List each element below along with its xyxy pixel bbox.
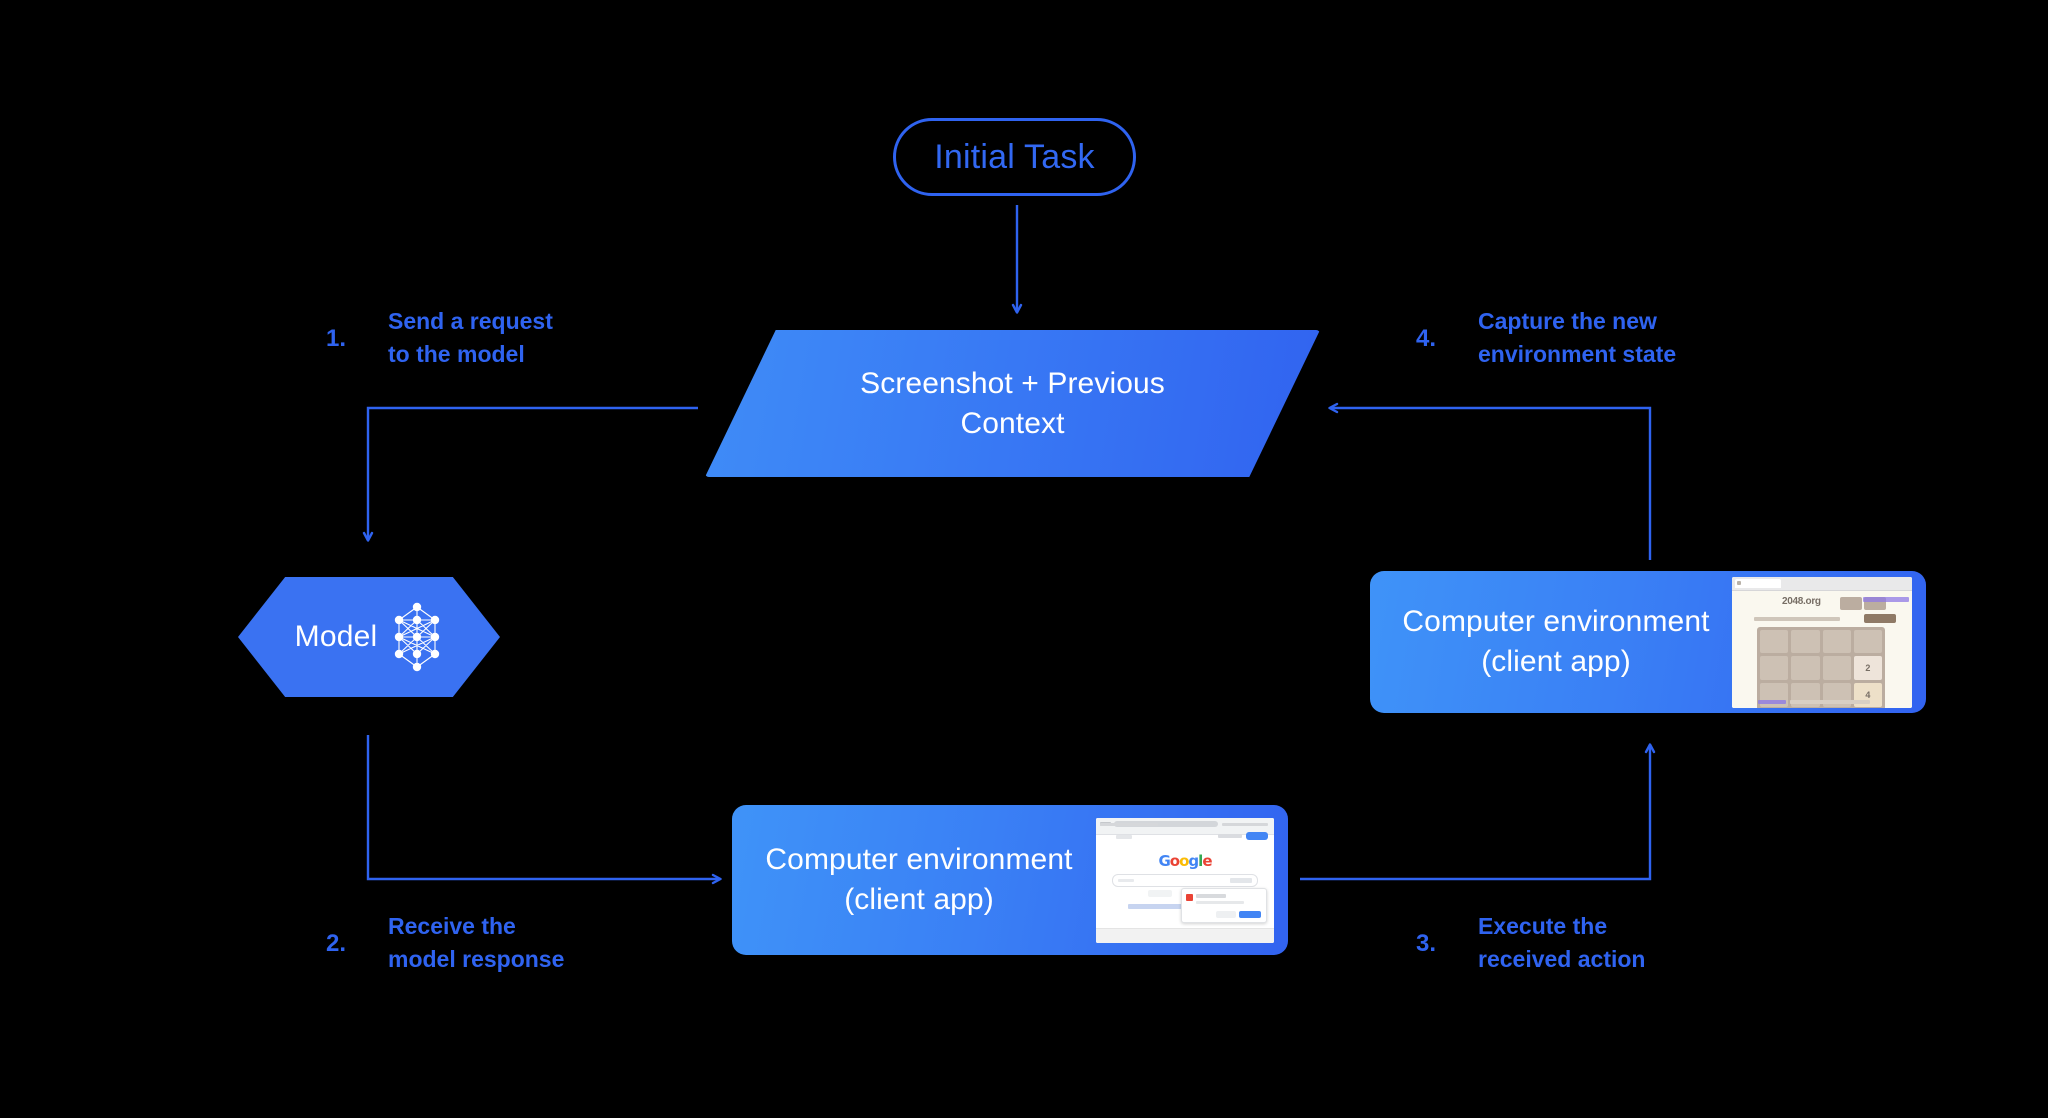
- popup-dialog: [1181, 887, 1267, 923]
- game-2048-title: 2048.org: [1782, 595, 1821, 607]
- logo-letter: l: [1198, 851, 1203, 870]
- tile-empty: [1822, 656, 1851, 680]
- search-button[interactable]: [1148, 889, 1172, 897]
- sign-in-button[interactable]: [1246, 831, 1268, 840]
- footer-link: [1758, 699, 1786, 704]
- model-node-label: Model: [294, 620, 378, 653]
- step-2-label: 2. Receive the model response: [326, 910, 564, 975]
- env-right-line1: Computer environment: [1402, 605, 1710, 639]
- dialog-cancel-button[interactable]: [1216, 910, 1236, 918]
- footer-text: [1790, 699, 1870, 704]
- env-bottom-line1: Computer environment: [765, 843, 1073, 877]
- step-4-label: 4. Capture the new environment state: [1416, 305, 1676, 370]
- env-right-label: Computer environment (client app): [1370, 602, 1732, 682]
- neural-network-icon: [395, 602, 440, 672]
- tile-empty: [1760, 629, 1789, 654]
- footer-links-left: [1100, 822, 1158, 826]
- initial-task-label: Initial Task: [934, 137, 1095, 176]
- context-node-line2: Context: [960, 406, 1065, 440]
- model-node-content: Model: [238, 577, 500, 697]
- new-game-button[interactable]: [1864, 613, 1896, 623]
- top-nav-links: [1218, 833, 1242, 838]
- score-box-1: [1840, 596, 1862, 610]
- env-bottom-line2: (client app): [844, 883, 994, 916]
- env-right-node: Computer environment (client app) 2048.o…: [1370, 571, 1926, 713]
- step-1-text: Send a request to the model: [388, 308, 553, 367]
- logo-letter: o: [1179, 851, 1189, 870]
- env-right-line2: (client app): [1481, 645, 1631, 678]
- initial-task-node: Initial Task: [893, 118, 1136, 196]
- step-1-number: 1.: [326, 325, 347, 352]
- context-node-shape: [705, 330, 1320, 477]
- tile-empty: [1791, 629, 1820, 654]
- footer-links-right: [1222, 822, 1268, 826]
- step-1-label: 1. Send a request to the model: [326, 305, 553, 370]
- tile-empty: [1760, 656, 1789, 680]
- game-subtitle: [1754, 616, 1840, 621]
- tile-empty: [1853, 629, 1882, 654]
- tile-empty: [1822, 629, 1851, 654]
- context-node: Screenshot + Previous Context: [705, 330, 1320, 477]
- step-3-label: 3. Execute the received action: [1416, 910, 1645, 975]
- step-4-number: 4.: [1416, 325, 1437, 352]
- step-2-text: Receive the model response: [388, 913, 565, 972]
- logo-letter: G: [1158, 851, 1170, 870]
- step-3-number: 3.: [1416, 930, 1437, 957]
- context-node-label: Screenshot + Previous Context: [705, 330, 1320, 477]
- step-2-number: 2.: [326, 930, 347, 957]
- search-icons: [1230, 877, 1252, 883]
- google-search-screenshot: Google: [1096, 817, 1274, 943]
- logo-letter: o: [1169, 851, 1180, 870]
- connector-env-right-to-context: [1328, 402, 1652, 560]
- model-node-shape: [238, 577, 500, 697]
- tile-empty: [1791, 656, 1820, 680]
- logo-letter: e: [1202, 851, 1212, 870]
- game-2048-grid: 2 4 4 8: [1757, 626, 1885, 708]
- header-links: [1863, 596, 1909, 602]
- context-node-line1: Screenshot + Previous: [860, 366, 1165, 400]
- address-bar: [1114, 820, 1218, 827]
- bookmark-bar: [1116, 834, 1132, 839]
- step-3-text: Execute the received action: [1478, 913, 1646, 972]
- connector-env-bottom-to-env-right: [1300, 743, 1656, 881]
- google-logo: Google: [1158, 851, 1212, 870]
- model-node: Model: [238, 577, 500, 697]
- browser-tab-icon: [1737, 580, 1741, 585]
- dialog-body: [1196, 900, 1244, 904]
- tile-value: 2: [1853, 656, 1882, 680]
- step-4-text: Capture the new environment state: [1478, 308, 1677, 367]
- page-footer: [1096, 927, 1274, 943]
- env-bottom-thumbnail: Google: [1096, 817, 1274, 943]
- game-2048-screenshot: 2048.org 2 4: [1732, 576, 1912, 708]
- browser-tab: [1735, 578, 1781, 588]
- logo-letter: g: [1188, 851, 1199, 870]
- search-input[interactable]: [1112, 873, 1258, 887]
- connector-model-to-env-bottom: [366, 735, 722, 885]
- env-bottom-label: Computer environment (client app): [732, 840, 1096, 920]
- connector-context-to-model: [362, 406, 698, 542]
- env-bottom-node: Computer environment (client app) Google: [732, 805, 1288, 955]
- dialog-title: [1196, 893, 1226, 898]
- dialog-confirm-button[interactable]: [1239, 910, 1261, 918]
- search-placeholder: [1118, 878, 1134, 882]
- dialog-icon: [1186, 893, 1193, 901]
- env-right-thumbnail: 2048.org 2 4: [1732, 576, 1912, 708]
